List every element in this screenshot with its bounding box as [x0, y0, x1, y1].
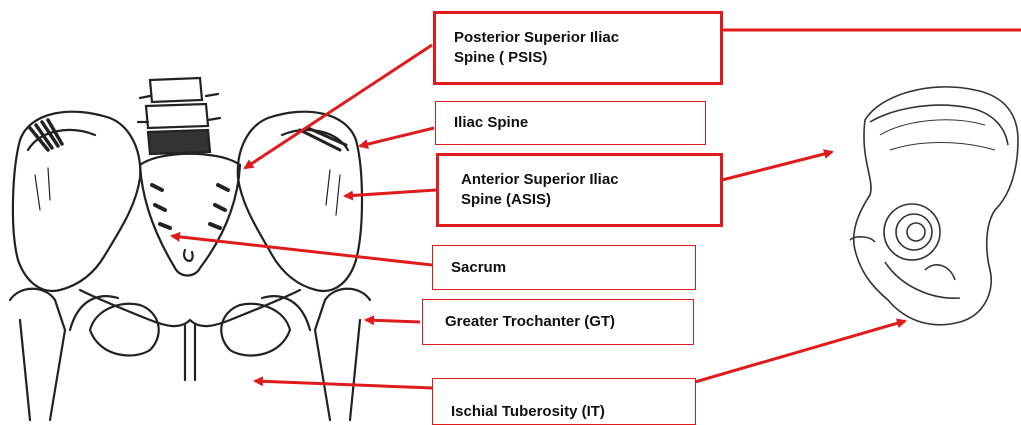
- gt-arrow: [366, 320, 420, 322]
- label-sacrum-text: Sacrum: [451, 258, 506, 278]
- label-ischial-tuberosity: Ischial Tuberosity (IT): [432, 378, 696, 425]
- asis-arrow-left: [345, 190, 436, 196]
- pelvis-front-illustration: [10, 78, 370, 420]
- pelvis-side-illustration: [850, 87, 1018, 325]
- it-arrow-right: [695, 321, 905, 382]
- label-iliac-spine-text: Iliac Spine: [454, 113, 528, 133]
- label-psis: Posterior Superior Iliac Spine ( PSIS): [433, 11, 723, 85]
- asis-arrow-right: [722, 152, 832, 180]
- label-asis: Anterior Superior Iliac Spine (ASIS): [436, 153, 723, 227]
- label-asis-text: Anterior Superior Iliac Spine (ASIS): [461, 170, 661, 210]
- label-sacrum: Sacrum: [432, 245, 696, 290]
- label-greater-trochanter: Greater Trochanter (GT): [422, 299, 694, 345]
- label-gt-text: Greater Trochanter (GT): [445, 312, 615, 332]
- iliac-spine-arrow: [360, 128, 434, 146]
- it-arrow-left: [255, 381, 432, 388]
- label-it-text: Ischial Tuberosity (IT): [451, 402, 605, 422]
- label-iliac-spine: Iliac Spine: [435, 101, 706, 145]
- label-psis-text: Posterior Superior Iliac Spine ( PSIS): [454, 28, 654, 68]
